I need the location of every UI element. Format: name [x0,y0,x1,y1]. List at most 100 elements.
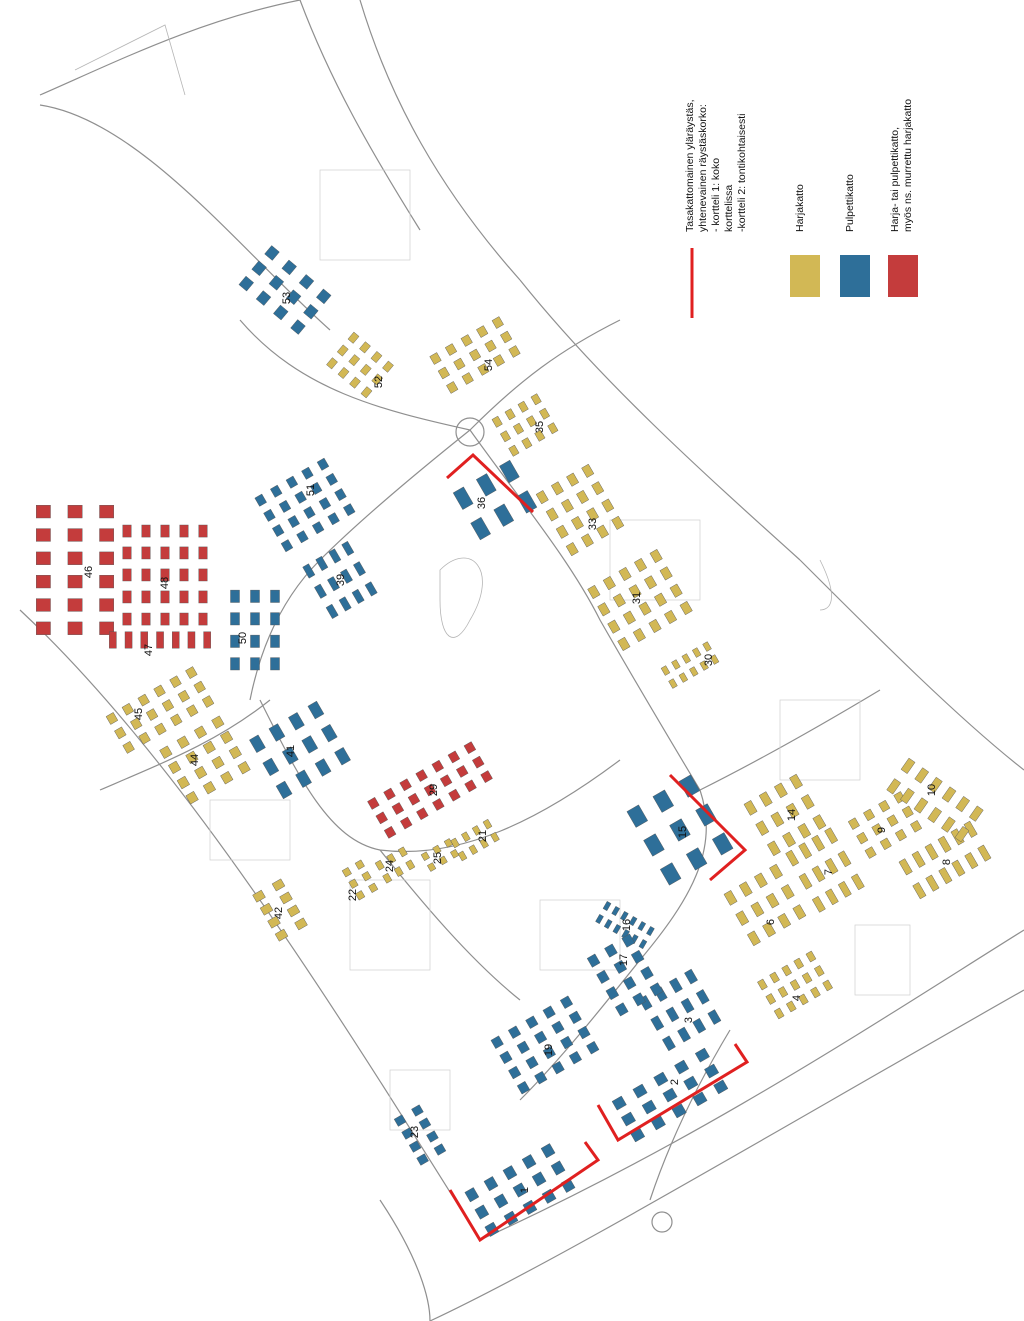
building [471,825,482,836]
building [348,354,361,367]
building [512,422,525,435]
building [359,363,372,376]
block-label-19: 19 [543,1044,555,1056]
building [431,759,444,773]
building [114,726,127,740]
building [750,901,765,918]
building [433,1143,447,1156]
block-24-buildings [374,846,416,884]
building [516,490,538,514]
building [121,702,135,716]
building [270,484,283,498]
building [925,874,940,892]
building [311,521,325,535]
building [668,678,678,689]
building [525,415,538,428]
building [660,665,671,676]
building [375,811,388,825]
building [279,891,293,905]
building [249,734,266,753]
building [124,631,133,649]
building [259,902,274,916]
building [638,601,652,616]
building [325,472,338,486]
block-42-buildings [252,878,308,942]
building [535,490,549,505]
building [220,730,234,745]
building [468,844,479,855]
building [250,589,260,603]
building [901,805,914,819]
block-36-buildings [452,459,538,541]
building [429,352,442,365]
building [315,555,329,572]
building [508,345,521,358]
building [426,1130,439,1143]
building [617,636,631,652]
building [560,1035,574,1050]
building [694,1047,710,1063]
building [607,619,621,634]
building [640,966,654,981]
building [122,524,132,538]
building [508,444,520,457]
building [659,862,682,886]
building [634,557,648,573]
building [198,612,208,626]
building [464,779,477,793]
block-label-47: 47 [143,644,155,656]
building [401,1127,414,1140]
building [170,713,183,727]
building [611,515,625,530]
building [443,838,453,848]
building [386,853,397,864]
building [856,831,869,845]
building [280,539,294,553]
building [565,542,579,557]
building [577,1025,591,1040]
block-label-31: 31 [631,592,643,604]
building [493,503,515,527]
building [692,1091,708,1107]
building [416,1153,429,1166]
block-label-7: 7 [823,869,835,875]
building [156,631,164,649]
building [769,971,780,984]
block-46-buildings [36,504,115,635]
block-label-25: 25 [432,852,444,864]
building [547,422,559,435]
building [36,621,51,635]
building [309,481,323,495]
building [176,735,190,749]
block-label-15: 15 [677,826,689,838]
building [159,745,173,759]
building [270,634,280,648]
building [263,508,276,522]
building [534,1071,548,1085]
building [743,800,758,816]
building [612,924,622,935]
building [423,783,437,797]
building [912,882,927,900]
building [669,818,691,842]
building [502,1165,518,1181]
building [36,504,51,519]
building [864,846,877,859]
building [618,566,632,582]
building [689,666,699,677]
building [250,612,260,626]
building [551,1020,565,1035]
building [477,363,490,376]
building [432,798,445,811]
building [525,1015,539,1029]
building [383,825,397,839]
block-30-buildings [660,641,720,689]
building [327,576,340,592]
block-label-41: 41 [285,745,297,757]
building [723,890,738,906]
building [99,598,115,612]
plot-outlines [209,169,911,1131]
building [534,429,546,442]
building [576,489,590,504]
block-23-buildings [393,1104,447,1166]
